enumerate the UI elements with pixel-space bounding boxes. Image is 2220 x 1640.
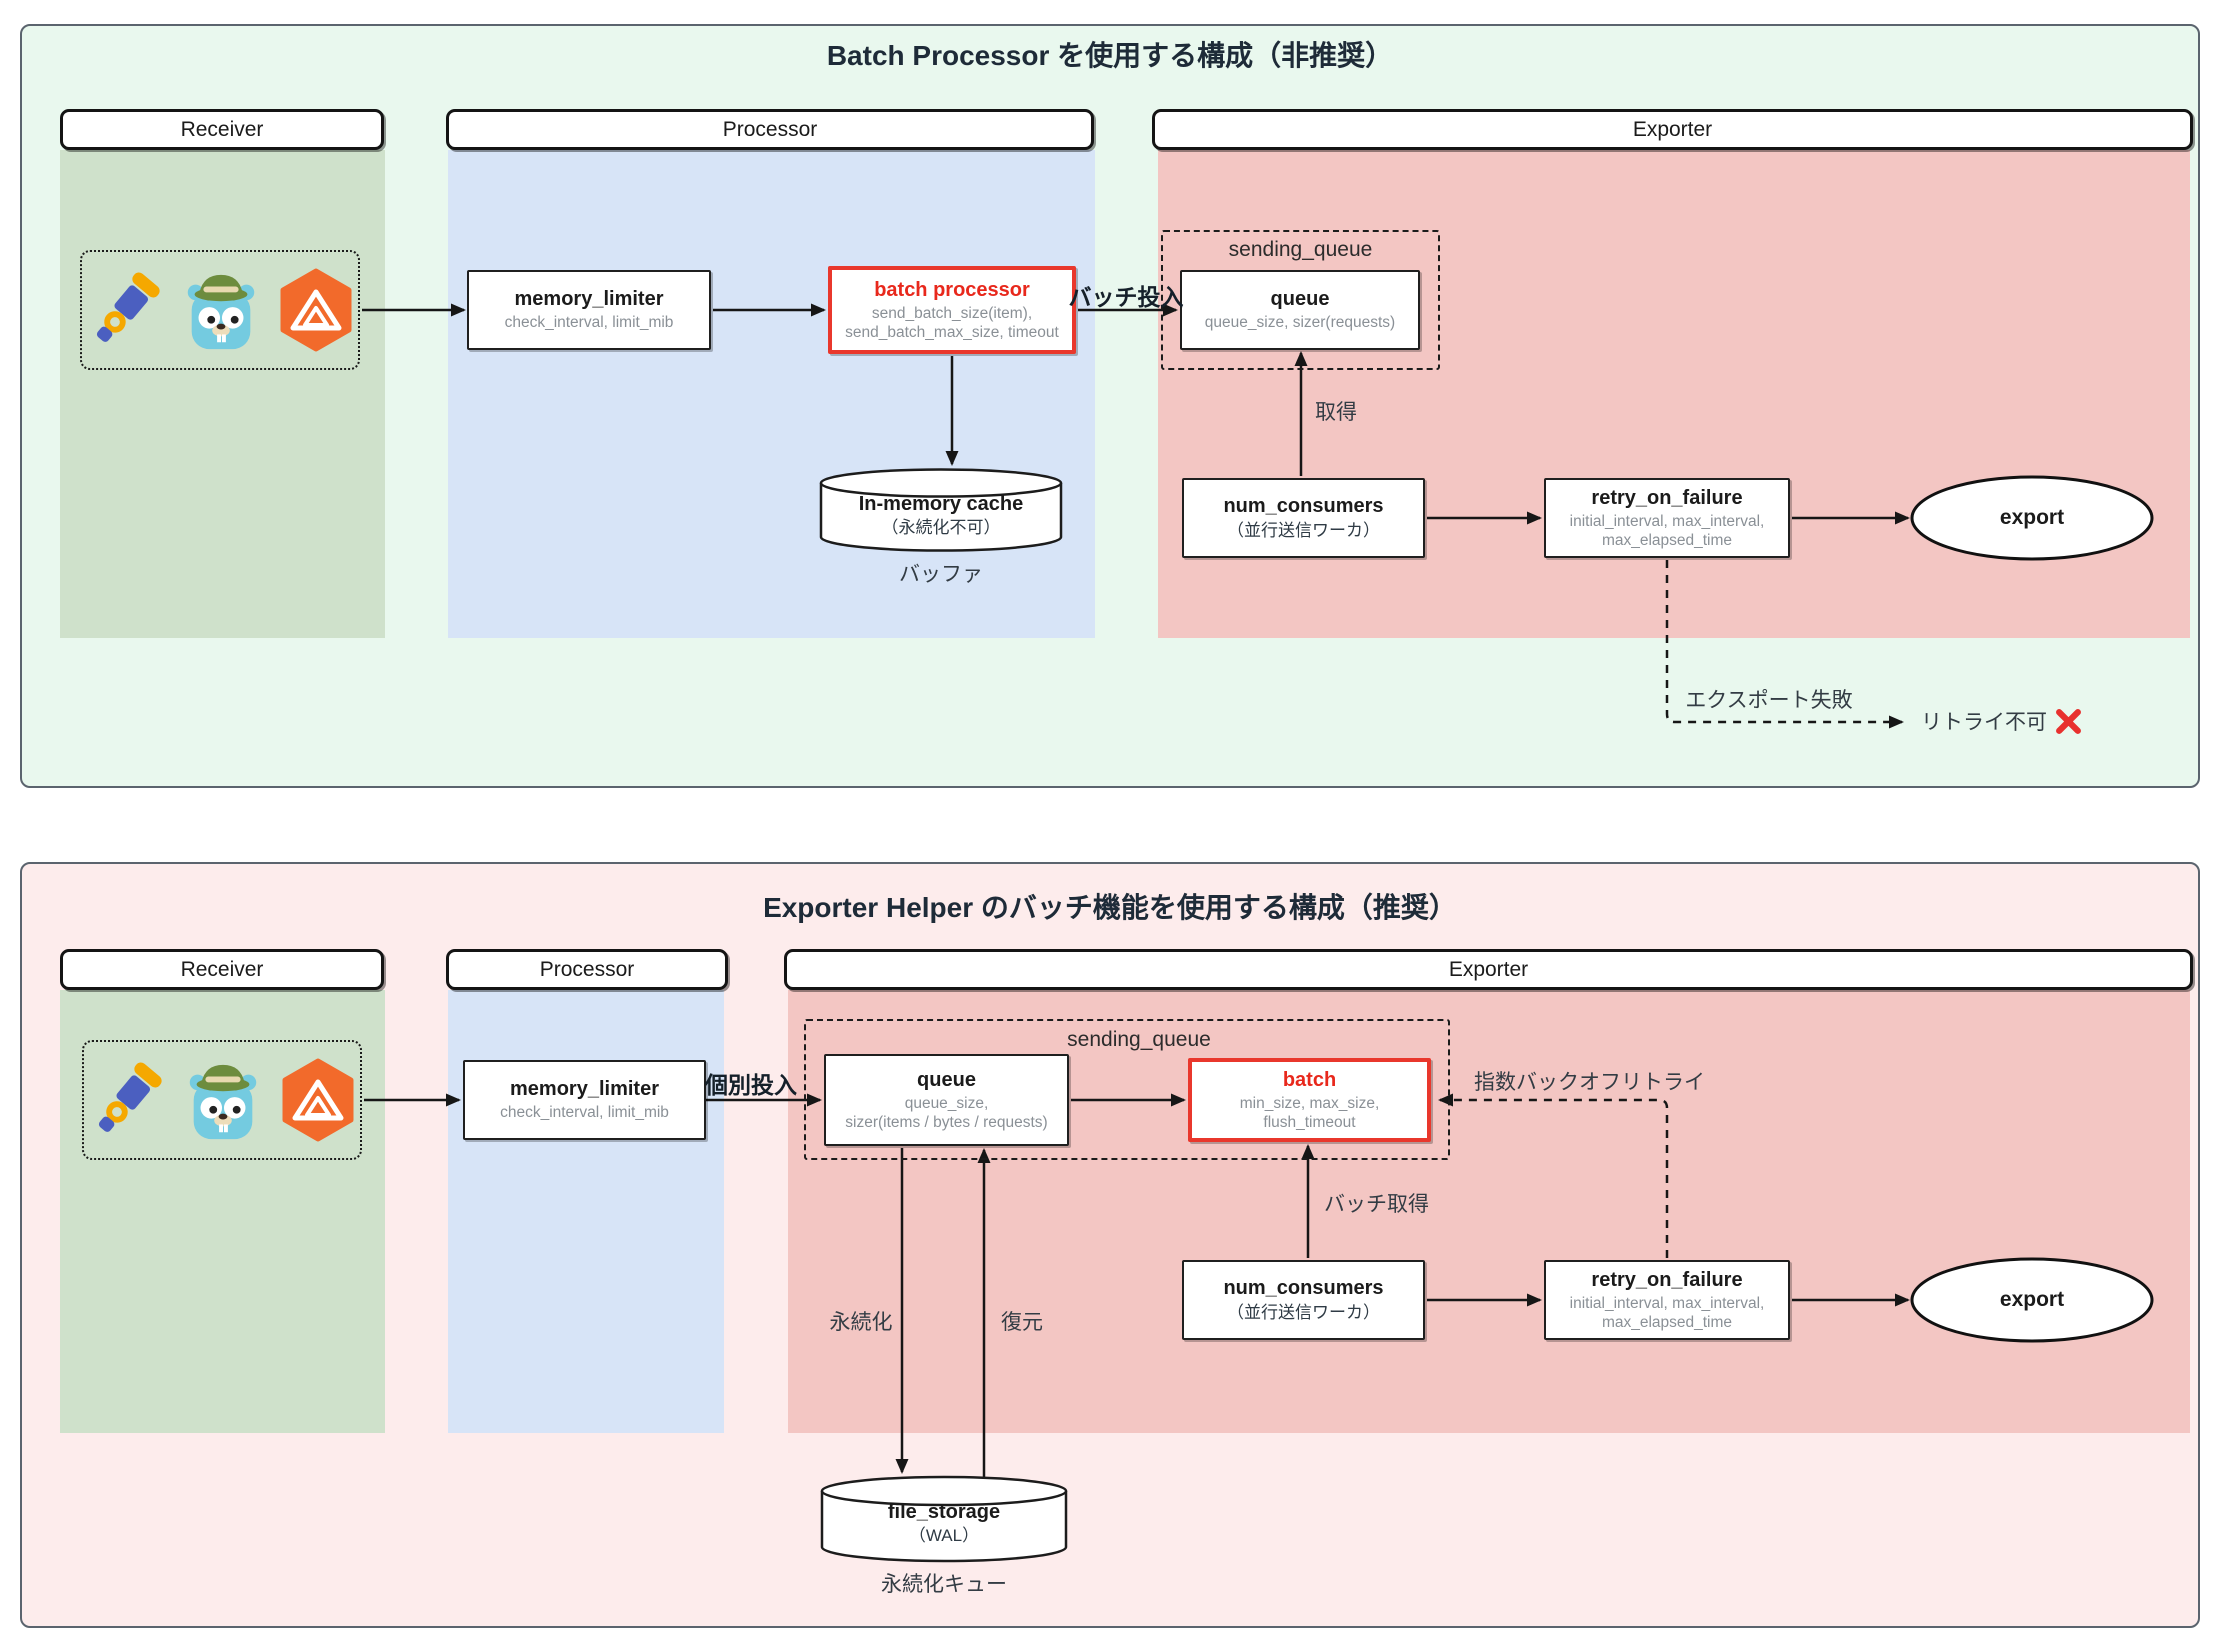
p2-retry-params1: initial_interval, max_interval,: [1569, 1294, 1765, 1312]
p1-memory-limiter-title: memory_limiter: [514, 288, 664, 311]
p2-batch-fetch-label: バッチ取得: [1324, 1193, 1429, 1216]
p2-processor-header: Processor: [446, 949, 728, 990]
p2-retry-params2: max_elapsed_time: [1601, 1314, 1733, 1331]
p1-receiver-header: Receiver: [60, 109, 384, 150]
p1-no-retry-label: リトライ不可: [1921, 711, 2047, 734]
p1-batch-inject-label: バッチ投入: [1068, 284, 1184, 310]
p2-storage-sub: （WAL）: [908, 1526, 980, 1545]
p1-queue-params: queue_size, sizer(requests): [1204, 314, 1396, 332]
p1-cache-sub: （永続化不可）: [881, 518, 1001, 537]
p2-receiver-column: [60, 990, 385, 1433]
p1-batch-processor-params2: send_batch_max_size, timeout: [845, 324, 1059, 341]
hexagon-badge-icon: [282, 1058, 354, 1142]
p1-sending-queue-label: sending_queue: [1228, 238, 1373, 261]
p2-batch-params2: flush_timeout: [1263, 1114, 1356, 1131]
p1-exporter-header: Exporter: [1152, 109, 2193, 150]
p1-queue-title: queue: [1270, 288, 1330, 311]
go-gopher-icon: [189, 1064, 257, 1140]
p2-queue-params2: sizer(items / bytes / requests): [845, 1114, 1048, 1131]
p2-storage-title: file_storage: [887, 1501, 1001, 1523]
p1-export-label: export: [1999, 506, 2065, 529]
p1-num-consumers-node: num_consumers （並行送信ワーカ）: [1182, 478, 1425, 558]
opentelemetry-telescope-icon: [96, 272, 160, 342]
p2-receiver-header: Receiver: [60, 949, 384, 990]
panel2-title: Exporter Helper のバッチ機能を使用する構成（推奨）: [763, 892, 1457, 923]
p1-receiver-sources-group: [80, 250, 360, 370]
p2-retry-title: retry_on_failure: [1591, 1268, 1743, 1291]
p1-processor-column: [448, 150, 1095, 638]
p1-retry-params2: max_elapsed_time: [1601, 532, 1733, 549]
p2-retry-on-failure-node: retry_on_failure initial_interval, max_i…: [1544, 1260, 1790, 1340]
p2-batch-title: batch: [1282, 1068, 1337, 1091]
p2-memory-limiter-node: memory_limiter check_interval, limit_mib: [463, 1060, 706, 1140]
p2-persist-label: 永続化: [829, 1311, 893, 1334]
p2-num-consumers-node: num_consumers （並行送信ワーカ）: [1182, 1260, 1425, 1340]
p1-batch-processor-node: batch processor send_batch_size(item), s…: [828, 266, 1076, 354]
p1-exporter-column: [1158, 150, 2190, 638]
p1-retry-on-failure-node: retry_on_failure initial_interval, max_i…: [1544, 478, 1790, 558]
p1-inmemory-cache-node: In-memory cache （永続化不可）: [821, 492, 1061, 539]
p1-no-retry-label-group: リトライ不可: [1921, 706, 2082, 736]
p1-memory-limiter-node: memory_limiter check_interval, limit_mib: [467, 270, 711, 350]
p1-fetch-label: 取得: [1315, 401, 1357, 424]
no-retry-cross-icon: [2056, 708, 2081, 734]
p2-queue-title: queue: [917, 1068, 976, 1091]
p1-retry-params1: initial_interval, max_interval,: [1569, 512, 1765, 530]
p2-batch-node: batch min_size, max_size, flush_timeout: [1188, 1058, 1431, 1142]
p2-queue-node: queue queue_size, sizer(items / bytes / …: [824, 1054, 1069, 1146]
p1-buffer-label: バッファ: [899, 563, 983, 586]
p1-batch-processor-params1: send_batch_size(item),: [871, 304, 1033, 322]
p2-exporter-header: Exporter: [784, 949, 2193, 990]
p2-batch-params1: min_size, max_size,: [1239, 1094, 1380, 1112]
p2-queue-params1: queue_size,: [904, 1094, 989, 1112]
p1-cache-title: In-memory cache: [858, 493, 1024, 515]
p2-individual-inject-label: 個別投入: [705, 1072, 797, 1098]
p2-memory-limiter-params: check_interval, limit_mib: [500, 1104, 669, 1122]
p1-retry-title: retry_on_failure: [1591, 486, 1743, 509]
p2-export-label: export: [1999, 1288, 2065, 1311]
p2-sending-queue-label: sending_queue: [1067, 1028, 1211, 1051]
p1-num-consumers-sub: （並行送信ワーカ）: [1227, 521, 1380, 541]
p1-batch-processor-title: batch processor: [874, 278, 1030, 301]
p1-num-consumers-title: num_consumers: [1223, 495, 1384, 518]
p2-backoff-retry-label: 指数バックオフリトライ: [1474, 1071, 1705, 1094]
p2-sending-queue-group: [804, 1019, 1450, 1160]
p1-queue-node: queue queue_size, sizer(requests): [1180, 270, 1420, 350]
p1-sending-queue-group: [1161, 230, 1440, 370]
p2-num-consumers-title: num_consumers: [1223, 1277, 1384, 1300]
p1-processor-header: Processor: [446, 109, 1094, 150]
panel1-title: Batch Processor を使用する構成（非推奨）: [826, 40, 1394, 71]
p2-receiver-sources-group: [82, 1040, 362, 1160]
p1-memory-limiter-params: check_interval, limit_mib: [504, 314, 674, 332]
hexagon-badge-icon: [280, 268, 352, 352]
p2-file-storage-node: file_storage （WAL）: [822, 1500, 1066, 1547]
opentelemetry-telescope-icon: [98, 1062, 162, 1132]
p2-processor-column: [448, 990, 724, 1433]
p2-persistent-queue-label: 永続化キュー: [881, 1573, 1007, 1596]
p1-export-fail-label: エクスポート失敗: [1685, 689, 1853, 712]
p1-receiver-column: [60, 150, 385, 638]
go-gopher-icon: [187, 274, 255, 350]
p2-num-consumers-sub: （並行送信ワーカ）: [1227, 1303, 1380, 1323]
p2-restore-label: 復元: [1001, 1311, 1043, 1334]
p2-memory-limiter-title: memory_limiter: [510, 1078, 659, 1101]
